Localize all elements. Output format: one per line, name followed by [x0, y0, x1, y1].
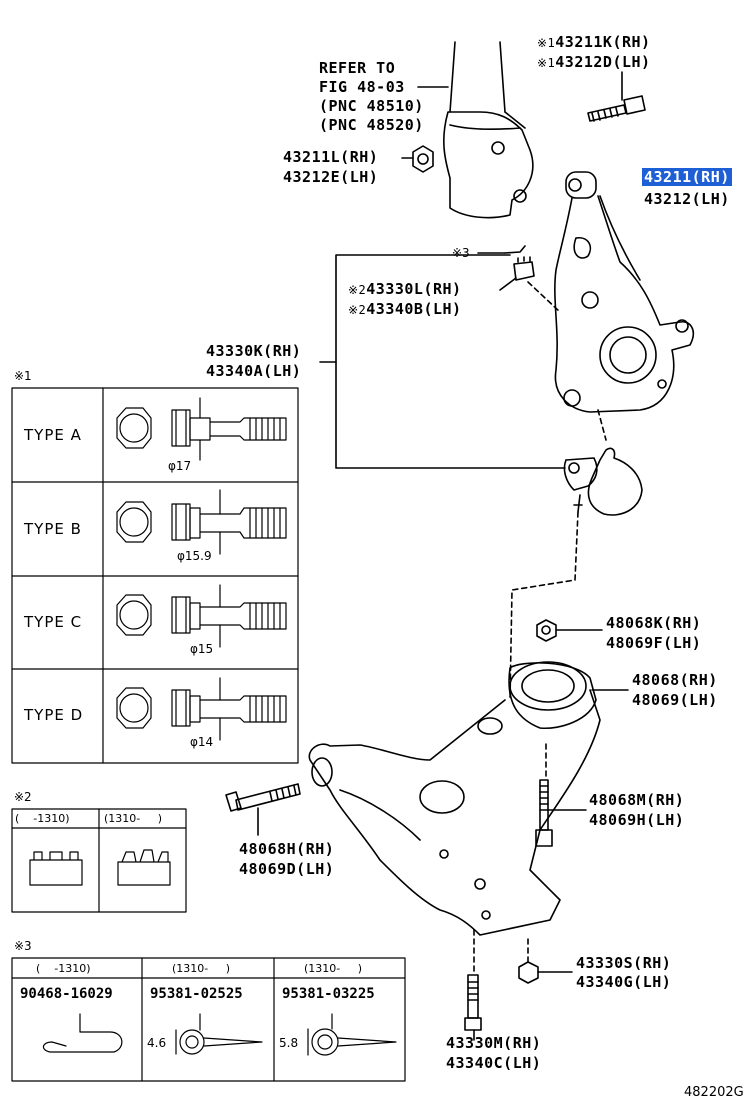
legend3-col2-header: (1310- ) — [172, 962, 231, 975]
bolt-43330M-icon — [464, 974, 482, 1031]
mark-note2: ※2 — [348, 303, 367, 317]
castle-nut-43330L-icon — [513, 256, 535, 281]
legend3-part3[interactable]: 95381-03225 — [282, 986, 375, 1002]
bolt-48068M-icon — [535, 779, 553, 847]
part-43340B-text: 43340B(LH) — [366, 300, 462, 318]
ball-joint-illustration — [563, 447, 643, 516]
legend1-type-c: TYPE C — [24, 613, 83, 631]
legend1-type-a: TYPE A — [24, 426, 82, 444]
part-48069F[interactable]: 48069F(LH) — [606, 634, 702, 652]
refer-line4: (PNC 48520) — [319, 116, 424, 134]
legend1-title: ※1 — [14, 369, 32, 383]
lower-control-arm-illustration — [308, 661, 601, 936]
part-43211-text: 43211(RH) — [642, 168, 732, 186]
legend1-bolts — [116, 397, 287, 741]
bolt-48068H-icon — [225, 783, 301, 812]
legend3-table — [11, 957, 406, 1082]
legend2-col1-header: ( -1310) — [15, 812, 70, 825]
part-48068[interactable]: 48068(RH) — [632, 671, 718, 689]
refer-line2: FIG 48-03 — [319, 78, 405, 96]
legend3-col3-header: (1310- ) — [304, 962, 363, 975]
legend3-col1-header: ( -1310) — [36, 962, 91, 975]
legend3-part2[interactable]: 95381-02525 — [150, 986, 243, 1002]
part-48069H[interactable]: 48069H(LH) — [589, 811, 685, 829]
part-43340C[interactable]: 43340C(LH) — [446, 1054, 542, 1072]
legend2-col2-header: (1310- ) — [104, 812, 163, 825]
legend1-type-b: TYPE B — [24, 520, 82, 538]
legend2-title: ※2 — [14, 790, 32, 804]
legend1-dia-b: φ15.9 — [177, 549, 212, 563]
part-43211-highlighted[interactable]: 43211(RH) — [642, 168, 732, 187]
dash-balljoint — [509, 511, 579, 701]
part-43211L[interactable]: 43211L(RH) — [283, 148, 379, 166]
part-43211K[interactable]: ※143211K(RH) — [537, 33, 651, 53]
steering-knuckle-illustration — [554, 171, 695, 413]
part-43211K-text: 43211K(RH) — [555, 33, 651, 51]
legend1-dia-d: φ14 — [190, 735, 214, 749]
mark-note1: ※1 — [537, 56, 556, 70]
part-43212D-text: 43212D(LH) — [555, 53, 651, 71]
bracket-43330K — [335, 254, 566, 469]
mark-note2: ※2 — [348, 283, 367, 297]
part-43340A[interactable]: 43340A(LH) — [206, 362, 302, 380]
legend3-dim2: 4.6 — [147, 1036, 167, 1050]
part-43340B[interactable]: ※243340B(LH) — [348, 300, 462, 320]
legend3-dim3: 5.8 — [279, 1036, 299, 1050]
figure-code: 482202G — [684, 1085, 744, 1100]
nut-43211L-icon — [412, 145, 434, 173]
part-48068K[interactable]: 48068K(RH) — [606, 614, 702, 632]
dash-knuckle — [527, 281, 607, 441]
legend1-dia-a: φ17 — [168, 459, 192, 473]
part-43340G[interactable]: 43340G(LH) — [576, 973, 672, 991]
refer-line3: (PNC 48510) — [319, 97, 424, 115]
part-43330M[interactable]: 43330M(RH) — [446, 1034, 542, 1052]
legend1-dia-c: φ15 — [190, 642, 214, 656]
leader-43330L — [499, 277, 517, 291]
mark3-label: ※3 — [452, 246, 470, 260]
part-48068M[interactable]: 48068M(RH) — [589, 791, 685, 809]
part-43212E[interactable]: 43212E(LH) — [283, 168, 379, 186]
legend3-title: ※3 — [14, 939, 32, 953]
part-43330L-text: 43330L(RH) — [366, 280, 462, 298]
part-48068H[interactable]: 48068H(RH) — [239, 840, 335, 858]
bolt-43211K-icon — [587, 95, 646, 122]
legend1-table — [11, 387, 299, 764]
nut-48068K-icon — [536, 619, 557, 642]
nut-43330S-icon — [518, 961, 539, 984]
part-43330L[interactable]: ※243330L(RH) — [348, 280, 462, 300]
strut-illustration — [443, 41, 534, 219]
mark-note1: ※1 — [537, 36, 556, 50]
part-43330S[interactable]: 43330S(RH) — [576, 954, 672, 972]
part-43212D[interactable]: ※143212D(LH) — [537, 53, 651, 73]
cotter-pin-icon — [504, 245, 526, 254]
legend3-part1[interactable]: 90468-16029 — [20, 986, 113, 1002]
refer-line1: REFER TO — [319, 59, 396, 77]
legend2-table — [11, 808, 187, 913]
legend1-type-d: TYPE D — [24, 706, 84, 724]
part-48069[interactable]: 48069(LH) — [632, 691, 718, 709]
part-48069D[interactable]: 48069D(LH) — [239, 860, 335, 878]
part-43212[interactable]: 43212(LH) — [644, 190, 730, 208]
part-43330K[interactable]: 43330K(RH) — [206, 342, 302, 360]
